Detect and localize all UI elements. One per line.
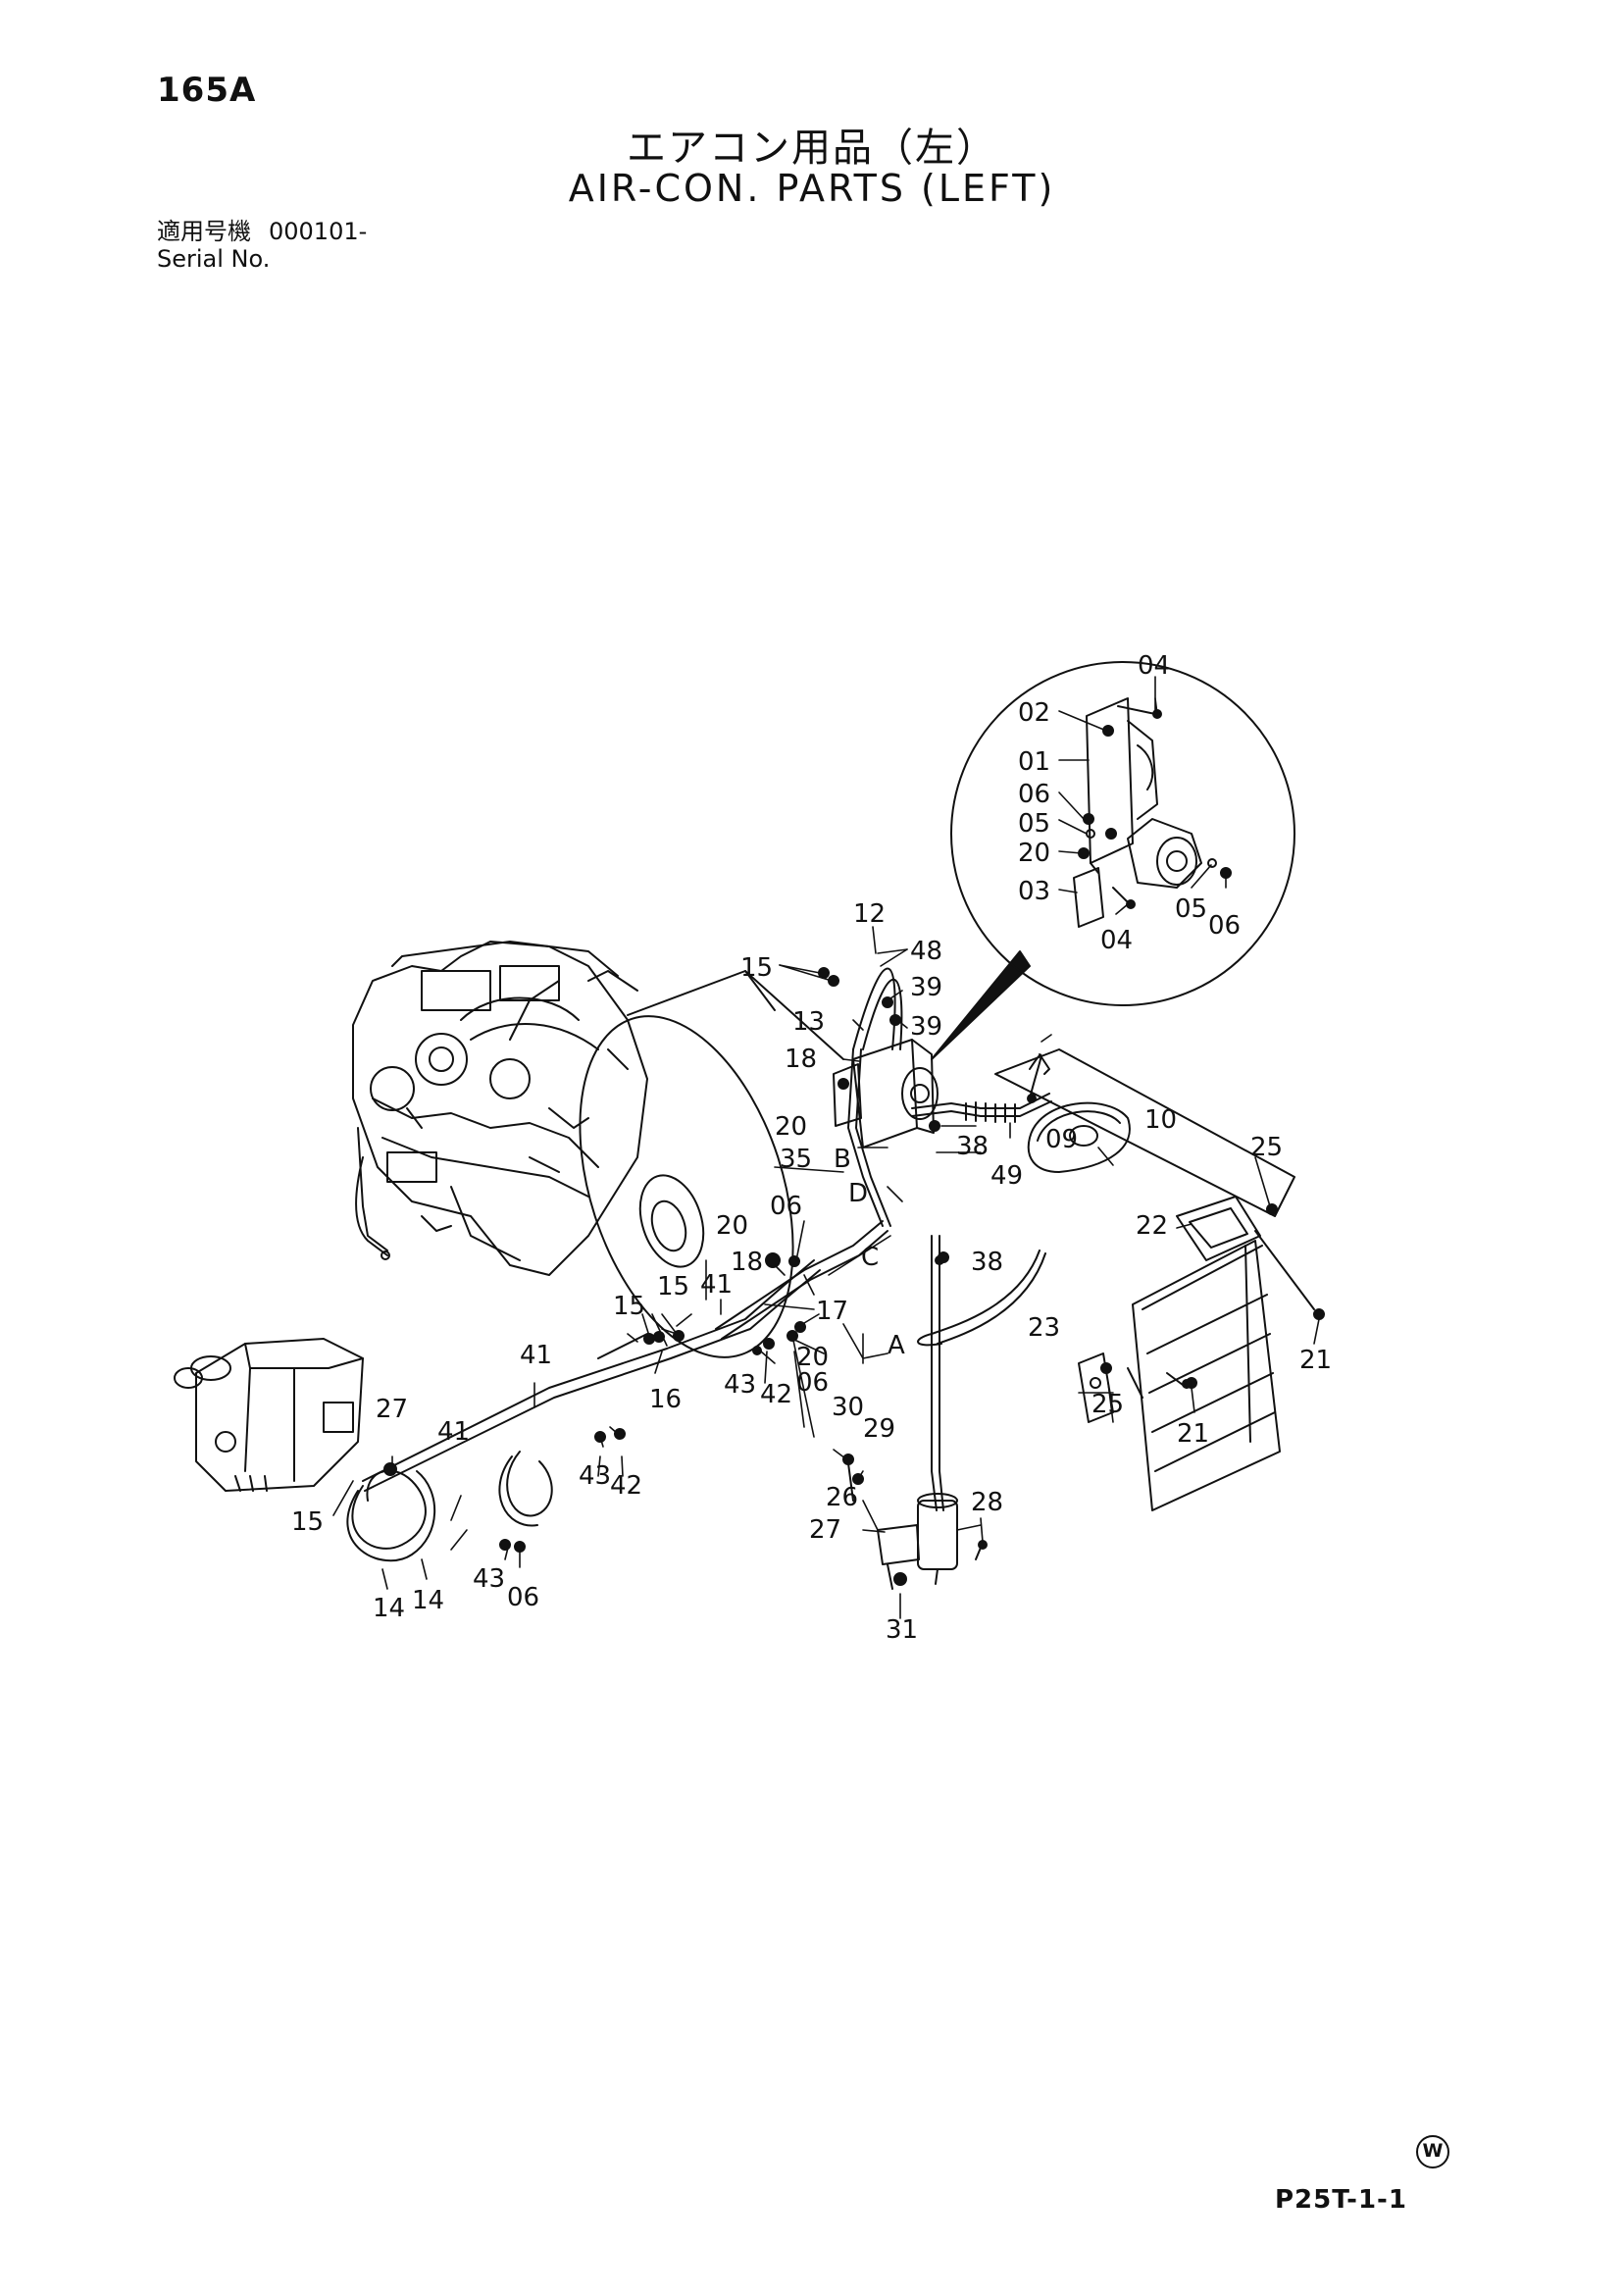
callout-15: 15 [613, 1292, 645, 1321]
callout-39: 39 [910, 973, 942, 1002]
label-B: B [834, 1145, 851, 1174]
condenser [994, 1048, 1295, 1511]
engine-assembly [352, 941, 648, 1276]
callout-20: 20 [1018, 839, 1050, 868]
callout-06: 06 [796, 1368, 829, 1398]
callout-18: 18 [731, 1248, 763, 1277]
receiver-drier [877, 1493, 958, 1590]
callout-03: 03 [1018, 877, 1050, 906]
label-D: D [848, 1179, 868, 1208]
callout-20: 20 [796, 1343, 829, 1372]
callout-22: 22 [1136, 1211, 1168, 1241]
callout-43: 43 [579, 1461, 611, 1491]
callout-39: 39 [910, 1012, 942, 1042]
detail-inset [950, 661, 1295, 1006]
callout-01: 01 [1018, 747, 1050, 777]
callout-06: 06 [1208, 911, 1241, 941]
callout-20: 20 [716, 1211, 748, 1241]
hvac-unit [174, 1338, 364, 1492]
bolt-shanks [847, 1230, 1315, 1560]
callout-04: 04 [1138, 651, 1170, 681]
serial-label-ja: 適用号機 [157, 218, 251, 245]
serial-block: 適用号機 000101- Serial No. [157, 218, 367, 273]
callout-26: 26 [826, 1483, 858, 1512]
callout-02: 02 [1018, 698, 1050, 728]
manufacturer-mark: W [1416, 2135, 1449, 2168]
callout-48: 48 [910, 937, 942, 966]
callout-04: 04 [1100, 926, 1133, 955]
callout-27: 27 [809, 1515, 841, 1545]
callout-16: 16 [649, 1385, 682, 1414]
callout-41: 41 [437, 1417, 470, 1447]
callout-25: 25 [1250, 1133, 1283, 1162]
callout-27: 27 [376, 1395, 408, 1424]
callout-38: 38 [956, 1132, 989, 1161]
refrigerant-piping [346, 967, 1131, 1562]
callout-21: 21 [1177, 1419, 1209, 1449]
callout-23: 23 [1028, 1313, 1060, 1343]
document-code: P25T-1-1 [1275, 2185, 1407, 2215]
callout-05: 05 [1175, 894, 1207, 924]
label-C: C [861, 1243, 879, 1272]
serial-value: 000101- [269, 218, 368, 245]
callout-18: 18 [785, 1045, 817, 1074]
callout-10: 10 [1144, 1105, 1177, 1135]
serial-label-en: Serial No. [157, 245, 271, 273]
leader-lines [332, 676, 1320, 1619]
page-number: 165A [157, 71, 257, 110]
callout-31: 31 [886, 1615, 918, 1645]
callout-20: 20 [775, 1112, 807, 1142]
callout-12: 12 [853, 899, 886, 929]
callout-06: 06 [507, 1583, 539, 1612]
callout-43: 43 [724, 1370, 756, 1400]
callout-42: 42 [760, 1380, 792, 1409]
callout-05: 05 [1018, 809, 1050, 839]
callout-06: 06 [1018, 780, 1050, 809]
callout-38: 38 [971, 1248, 1003, 1277]
title-japanese: エアコン用品（左） [627, 126, 997, 171]
callout-29: 29 [863, 1414, 895, 1444]
callout-labels: 04 02 01 06 05 20 03 04 05 06 12 48 15 3… [291, 651, 1332, 1645]
callout-14: 14 [373, 1594, 405, 1623]
callout-25: 25 [1091, 1390, 1124, 1419]
label-A: A [888, 1331, 905, 1360]
callout-49: 49 [990, 1161, 1023, 1191]
callout-14: 14 [412, 1586, 444, 1615]
callout-41: 41 [520, 1341, 552, 1370]
title-english: AIR-CON. PARTS (LEFT) [568, 167, 1056, 210]
flywheel-housing [579, 970, 844, 1359]
callout-13: 13 [792, 1007, 825, 1037]
callout-43: 43 [473, 1564, 505, 1594]
callout-15: 15 [740, 953, 773, 983]
callout-42: 42 [610, 1471, 642, 1501]
callout-15: 15 [291, 1507, 324, 1537]
callout-28: 28 [971, 1488, 1003, 1517]
callout-15: 15 [657, 1272, 689, 1301]
compressor-assembly [833, 950, 1031, 1148]
callout-21: 21 [1299, 1346, 1332, 1375]
callout-35: 35 [780, 1145, 812, 1174]
callout-41: 41 [700, 1270, 733, 1300]
callout-17: 17 [816, 1297, 848, 1326]
callout-09: 09 [1045, 1125, 1078, 1154]
callout-30: 30 [832, 1393, 864, 1422]
callout-06: 06 [770, 1192, 802, 1221]
